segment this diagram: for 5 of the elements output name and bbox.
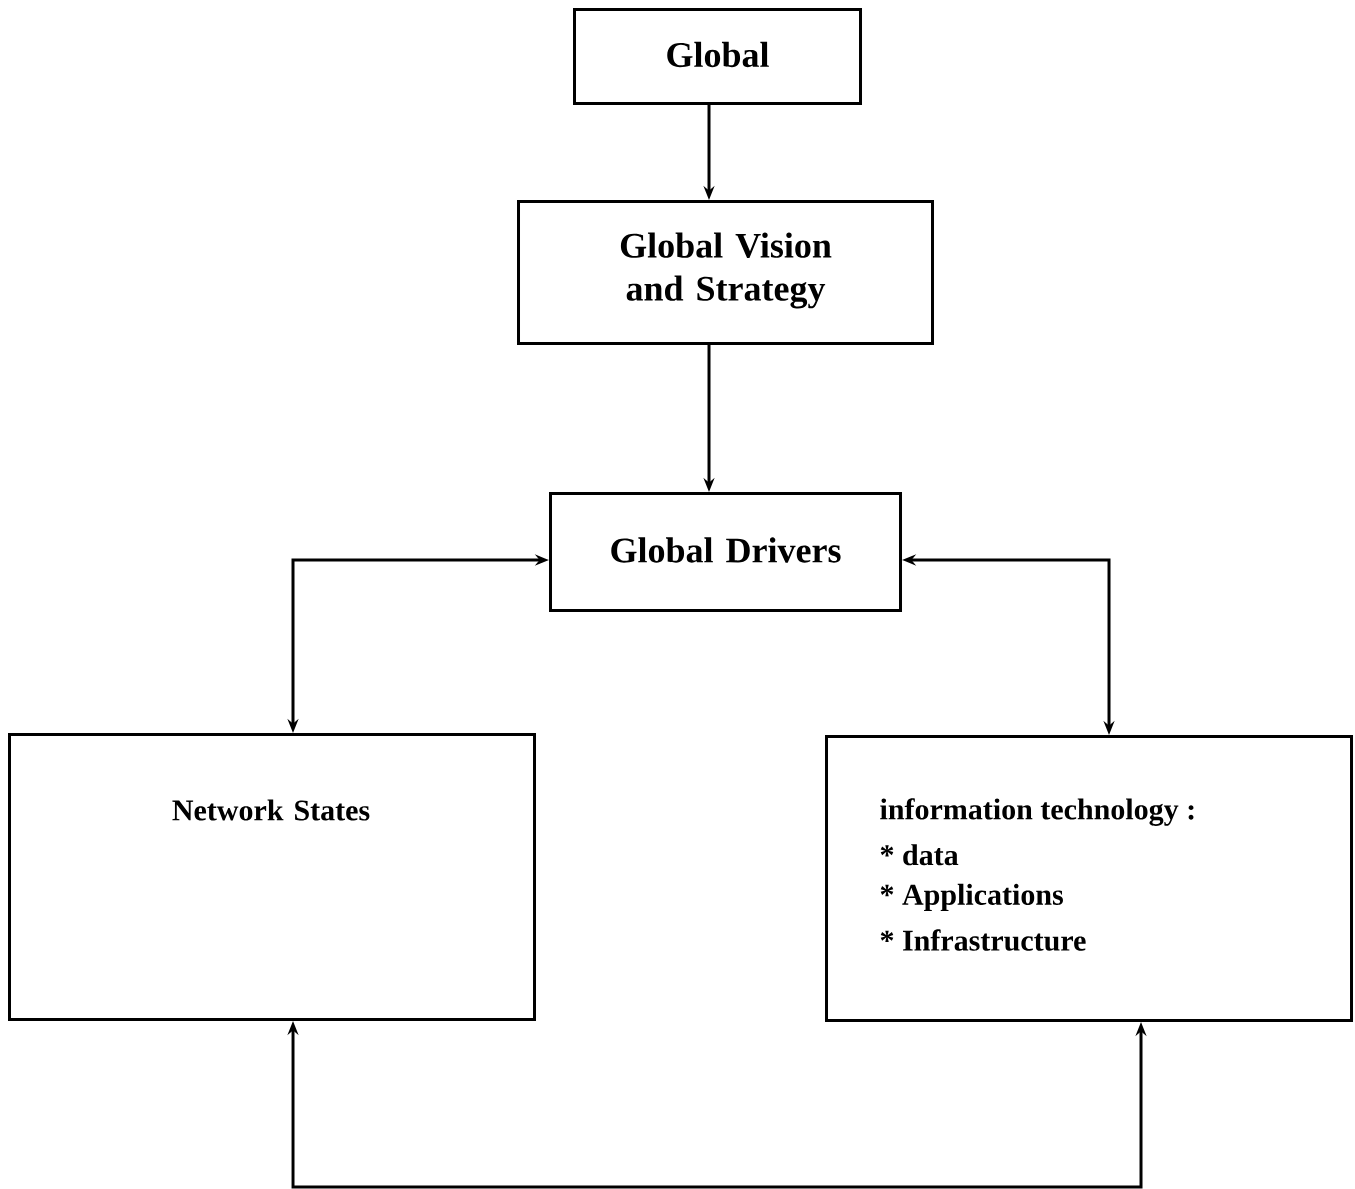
process-box: Global (573, 8, 862, 105)
process-box: Network States (8, 733, 536, 1021)
process-box: information technology : * data * Applications * Infrastructure (825, 735, 1353, 1022)
process-box: Global Vision and Strategy (517, 200, 934, 345)
process-box: Global Drivers (549, 492, 902, 612)
